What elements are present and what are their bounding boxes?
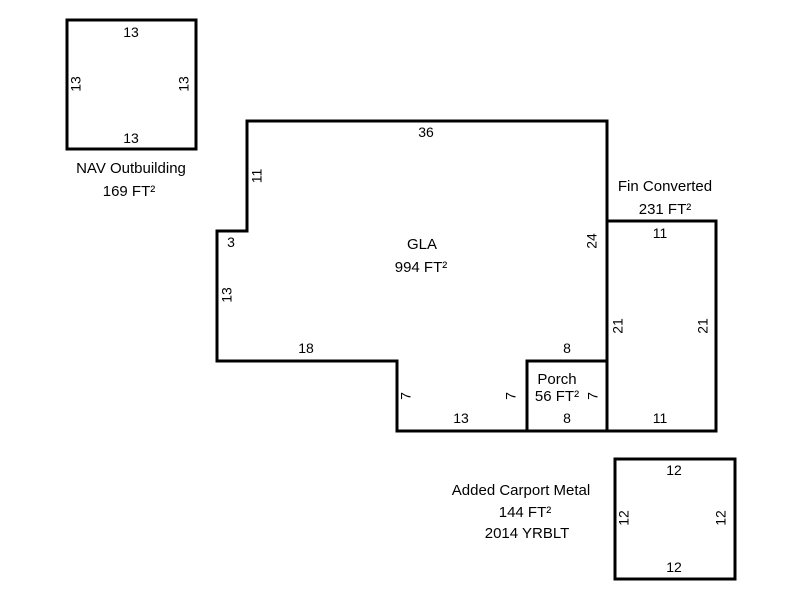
outbuilding-dim-right: 13: [176, 76, 192, 92]
gla-dim-top: 36: [418, 124, 434, 140]
fin-converted-dim-bottom: 11: [653, 410, 668, 426]
gla-dim-step: 3: [227, 234, 235, 250]
fin-converted-group: Fin Converted 231 FT² 11 11 21 21: [605, 178, 718, 433]
porch-name: Porch: [537, 371, 576, 388]
carport-dim-top: 12: [666, 462, 682, 478]
carport-shape: [613, 457, 737, 581]
fin-converted-area: 231 FT²: [639, 201, 692, 218]
gla-dim-notch-right: 7: [503, 392, 519, 400]
carport-dim-right: 12: [713, 510, 729, 526]
carport-name: Added Carport Metal: [452, 482, 590, 499]
outbuilding-dim-bottom: 13: [123, 130, 139, 146]
gla-dim-lower-left: 13: [219, 287, 235, 303]
fin-converted-shape: [605, 219, 718, 433]
carport-dim-bottom: 12: [666, 559, 682, 575]
porch-area: 56 FT²: [535, 388, 579, 405]
outbuilding-shape: [65, 18, 198, 151]
fin-converted-dim-top: 11: [653, 225, 668, 241]
gla-dim-right: 24: [584, 233, 600, 249]
fin-converted-dim-left: 21: [610, 318, 626, 334]
gla-name: GLA: [407, 236, 437, 253]
outbuilding-area: 169 FT²: [103, 183, 156, 200]
gla-dim-porch-top: 8: [563, 340, 571, 356]
gla-dim-bottom-left: 18: [298, 340, 314, 356]
fin-converted-name: Fin Converted: [618, 178, 712, 195]
gla-dim-upper-left: 11: [249, 169, 265, 184]
carport-group: 12 12 12 12 Added Carport Metal 144 FT² …: [452, 457, 737, 581]
gla-dim-notch-left: 7: [398, 392, 414, 400]
outbuilding-dim-top: 13: [123, 24, 139, 40]
gla-dim-bottom-middle: 13: [453, 410, 469, 426]
outbuilding-dim-left: 13: [68, 76, 84, 92]
porch-dim-bottom: 8: [563, 410, 571, 426]
gla-group: 36 11 3 13 18 7 13 7 24 8 GLA 994 FT²: [215, 119, 609, 433]
fin-converted-dim-right: 21: [695, 318, 711, 334]
carport-dim-left: 12: [616, 510, 632, 526]
outbuilding-name: NAV Outbuilding: [76, 160, 186, 177]
porch-dim-right: 7: [585, 392, 601, 400]
carport-area: 144 FT²: [499, 504, 552, 521]
gla-area: 994 FT²: [395, 259, 448, 276]
porch-group: Porch 56 FT² 7 8: [525, 359, 609, 433]
carport-year: 2014 YRBLT: [485, 525, 570, 542]
outbuilding-group: 13 13 13 13 NAV Outbuilding 169 FT²: [65, 18, 198, 200]
